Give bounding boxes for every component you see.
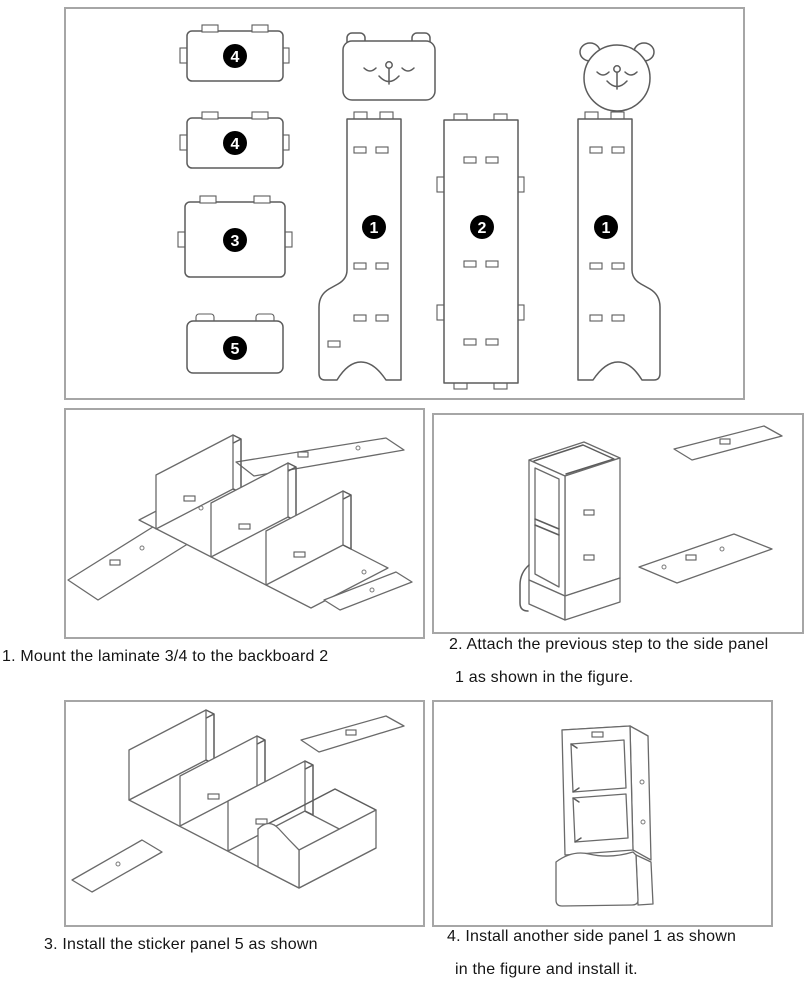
sticker-scallop-edge xyxy=(257,822,300,889)
part-label-badge xyxy=(223,336,247,360)
step1-figure-panel xyxy=(64,408,425,639)
upper-compartment xyxy=(570,739,627,793)
standing-laminate-front xyxy=(227,760,314,852)
step2-drawing xyxy=(519,425,783,621)
sticker-panel-5: 5 xyxy=(186,313,284,374)
lower-compartment xyxy=(572,793,629,843)
step4-drawing xyxy=(555,725,654,907)
flat-strip-top-right xyxy=(300,715,405,753)
step2-figure-panel xyxy=(432,413,804,634)
part-label-1-left: 1 xyxy=(370,220,379,237)
flat-panel-bottom-right xyxy=(323,571,413,611)
bin-front-curved xyxy=(555,851,639,907)
step2-caption-line1: 2. Attach the previous step to the side … xyxy=(449,636,769,653)
backboard-panel: 2 xyxy=(436,113,525,390)
laminate-panel-3: 3 xyxy=(177,195,293,278)
step4-caption-line1: 4. Install another side panel 1 as shown xyxy=(447,928,737,945)
boot-toe-curve xyxy=(519,564,530,612)
part-label-badge xyxy=(470,215,494,239)
step4-figure-panel xyxy=(432,700,773,927)
bear-eye-left xyxy=(363,67,377,72)
bear-face-panel-round xyxy=(579,42,655,112)
step1-drawing xyxy=(67,434,413,611)
bear-face-panel-rect xyxy=(342,32,436,101)
side-panel-right: 1 xyxy=(577,111,661,381)
step4-caption-line2: in the figure and install it. xyxy=(455,961,638,978)
part-label-2: 2 xyxy=(478,220,487,237)
laminate-panel-4-top: 4 xyxy=(179,24,290,82)
sticker-bin-assembly xyxy=(257,788,377,889)
bear-eye-right xyxy=(624,71,638,76)
finished-unit xyxy=(555,725,654,907)
part-label-badge xyxy=(362,215,386,239)
parts-overview-panel: 4 4 3 xyxy=(64,7,745,400)
standing-laminate-middle xyxy=(210,462,297,558)
part-label-badge xyxy=(223,228,247,252)
part-label-4-top: 4 xyxy=(231,49,240,66)
step3-figure-panel xyxy=(64,700,425,927)
bear-eye-right xyxy=(401,67,415,72)
side-panel-left: 1 xyxy=(318,111,402,381)
part-label-badge xyxy=(223,131,247,155)
assembled-unit xyxy=(519,441,621,621)
step2-caption-line2: 1 as shown in the figure. xyxy=(455,669,634,686)
middle-shelf-edge xyxy=(534,518,560,536)
step1-caption: 1. Mount the laminate 3/4 to the backboa… xyxy=(2,648,329,665)
step2-caption: 2. Attach the previous step to the side … xyxy=(449,636,811,687)
part-label-badge xyxy=(594,215,618,239)
bear-eye-left xyxy=(596,71,610,76)
step4-caption: 4. Install another side panel 1 as shown… xyxy=(447,928,807,979)
part-label-1-right: 1 xyxy=(602,220,611,237)
part-label-badge xyxy=(223,44,247,68)
step3-drawing xyxy=(71,709,405,893)
part-label-5: 5 xyxy=(231,341,240,358)
part-label-4-mid: 4 xyxy=(231,136,240,153)
flat-strip-top-right xyxy=(673,425,783,461)
step3-caption: 3. Install the sticker panel 5 as shown xyxy=(44,936,318,953)
flat-panel-top-right xyxy=(235,437,405,477)
parts-overview-drawing: 4 4 3 xyxy=(177,24,661,390)
bin-side-face xyxy=(635,854,654,906)
flat-panel-left xyxy=(71,839,163,893)
flat-side-panel-ground xyxy=(638,533,773,584)
part-label-3: 3 xyxy=(231,233,240,250)
standing-laminate-front xyxy=(265,490,352,586)
laminate-panel-4-mid: 4 xyxy=(179,111,290,169)
